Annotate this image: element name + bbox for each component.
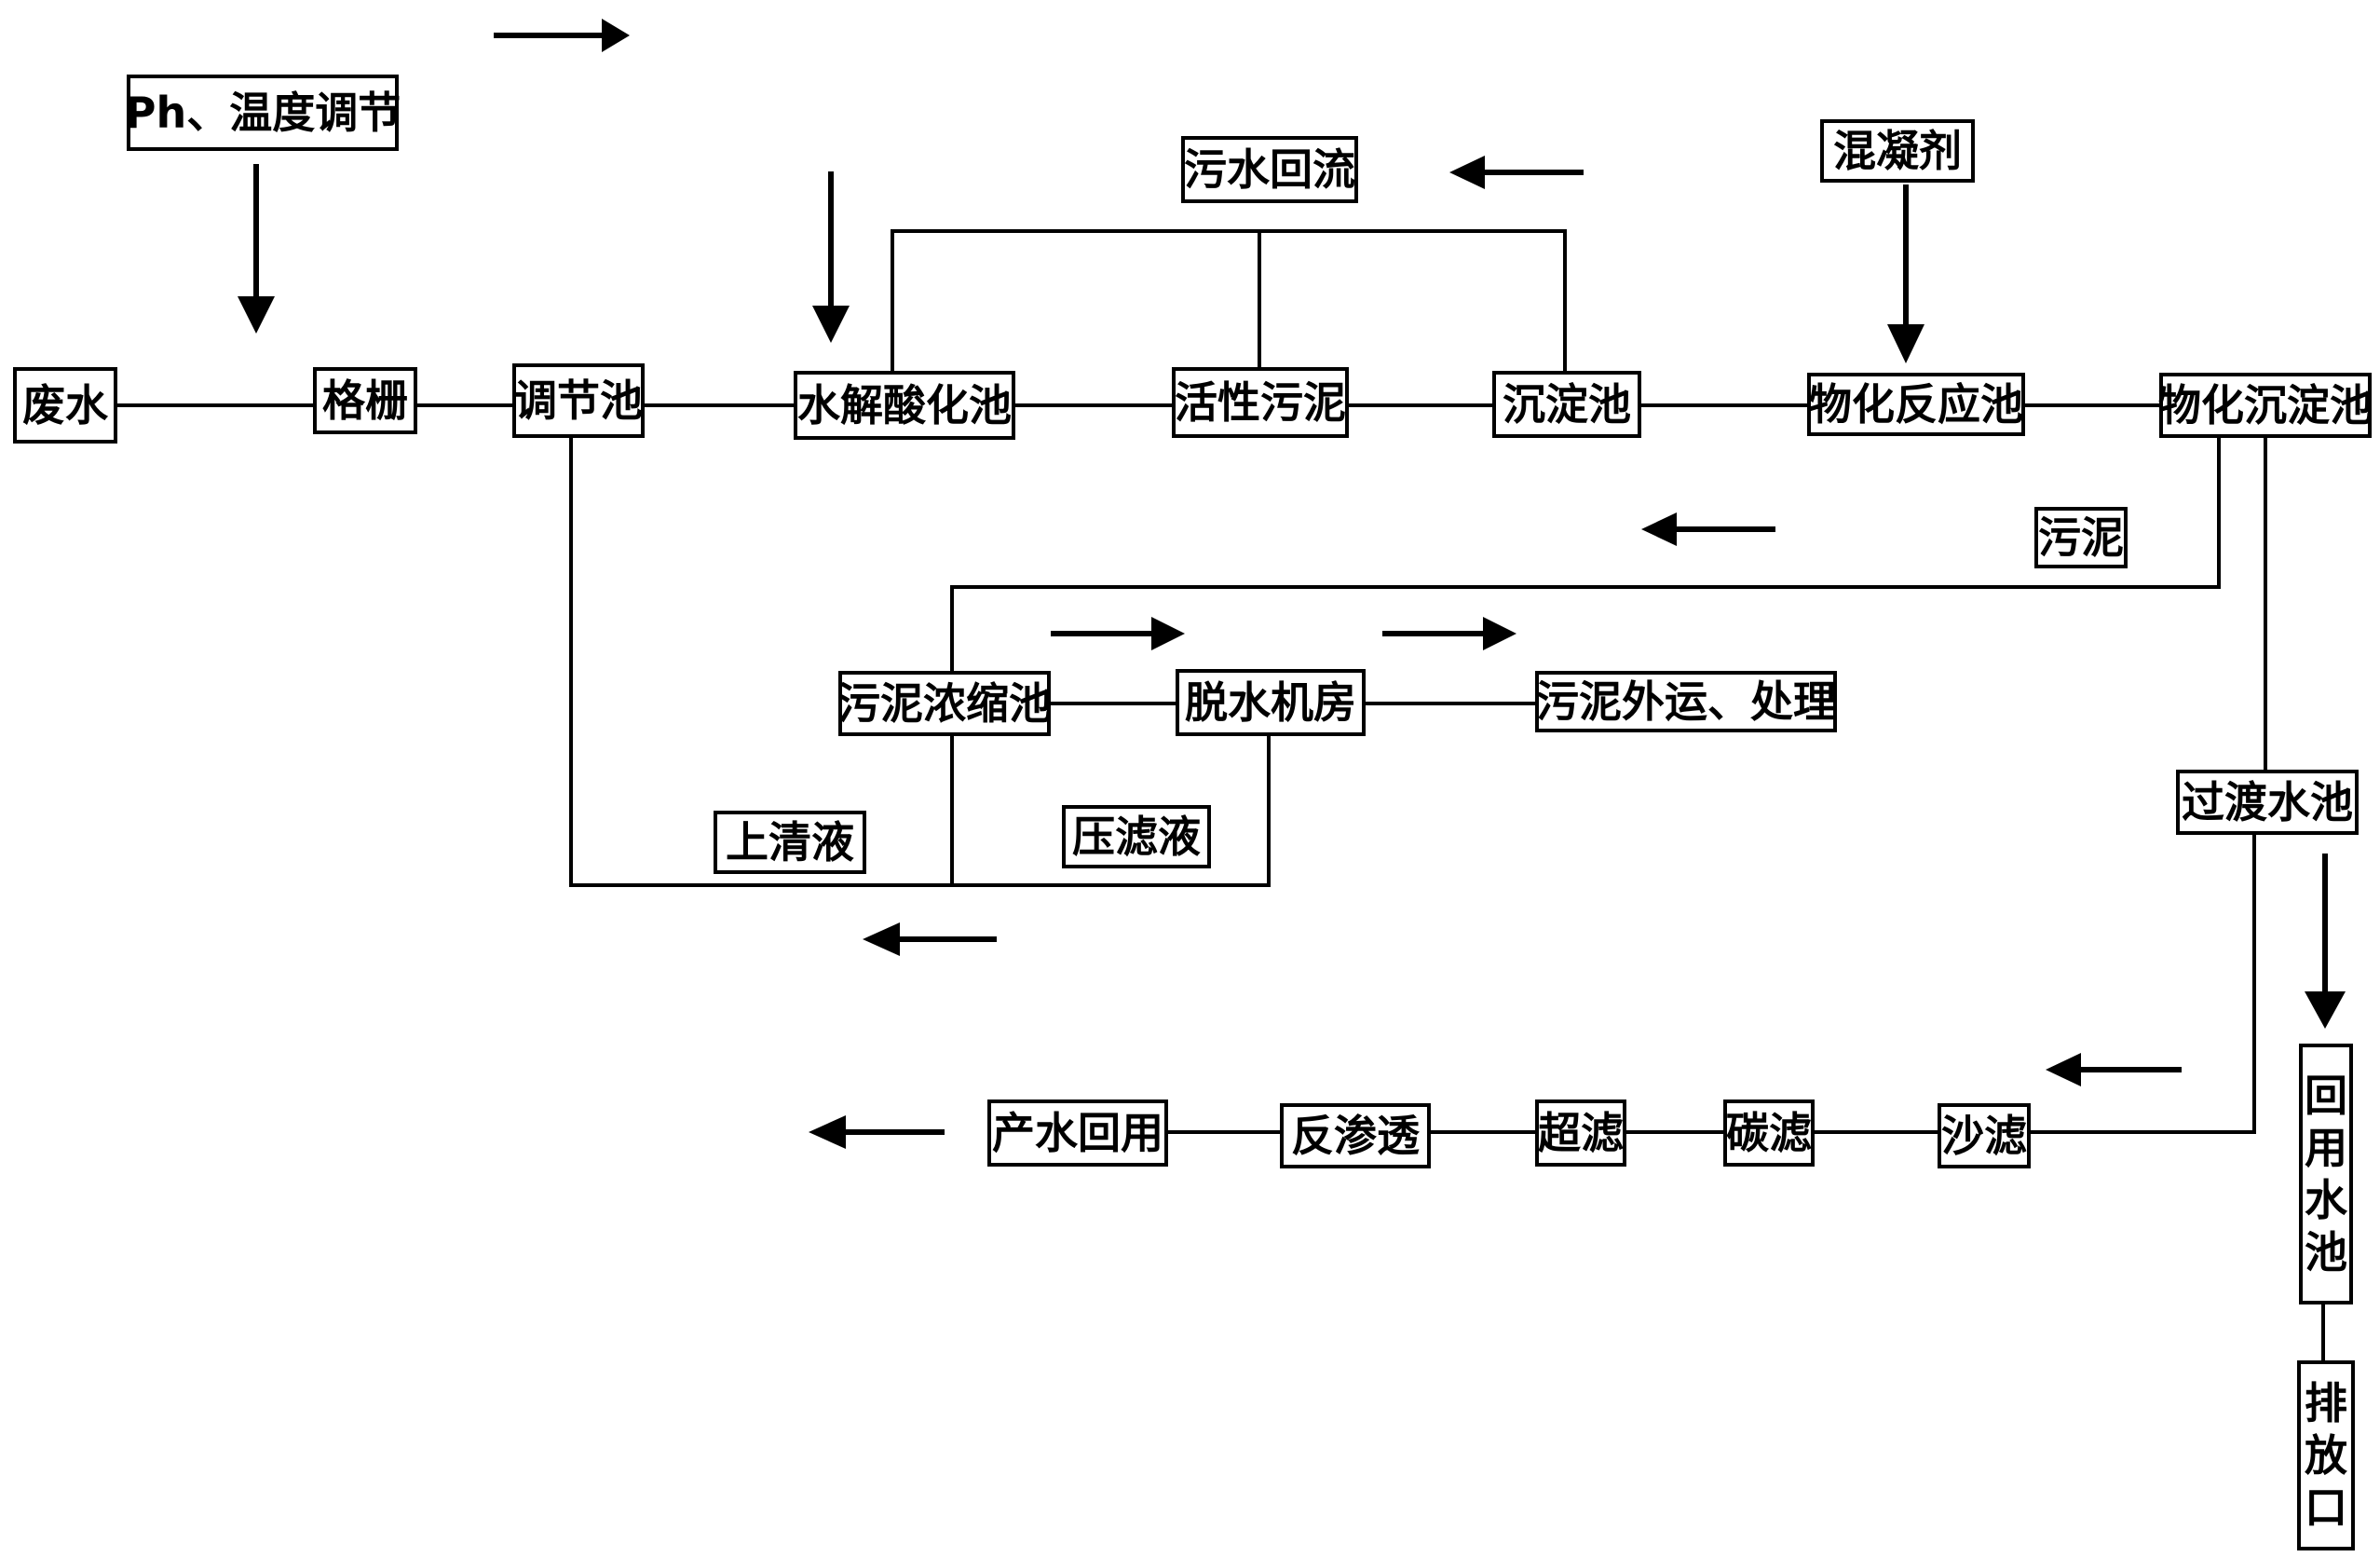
arrowhead-right-dewatering	[1483, 617, 1516, 650]
line-supernatant-return	[569, 438, 1271, 887]
arrowhead-down-hydrolysis	[812, 306, 850, 343]
vertical-char: 排	[2305, 1377, 2347, 1428]
vertical-char: 池	[2305, 1227, 2347, 1278]
vertical-char: 水	[2305, 1175, 2347, 1225]
node-water-reuse: 产水回用	[987, 1099, 1168, 1167]
node-transition-tank: 过渡水池	[2176, 770, 2359, 835]
line-sewage-reflux-loop	[891, 229, 1567, 373]
node-dewatering-room: 脱水机房	[1176, 669, 1366, 736]
node-filtrate: 压滤液	[1062, 805, 1211, 868]
node-supernatant: 上清液	[714, 811, 866, 874]
node-screen: 格栅	[313, 367, 417, 434]
arrowhead-down-coagulant	[1887, 324, 1924, 363]
arrowhead-left-sand	[2046, 1053, 2081, 1086]
node-ultrafiltration: 超滤	[1535, 1099, 1626, 1167]
node-wastewater: 废水	[13, 367, 117, 444]
node-coagulant: 混凝剂	[1820, 119, 1975, 183]
arrowhead-left-return	[863, 922, 900, 956]
node-sewage-reflux: 污水回流	[1181, 136, 1358, 203]
node-carbon-filter: 碳滤	[1723, 1099, 1815, 1167]
vertical-char: 用	[2305, 1122, 2347, 1173]
line-transition-sandfilter	[2031, 835, 2256, 1134]
node-reuse-tank-label: 回用水池	[2305, 1070, 2347, 1278]
node-physchem-settling-tank: 物化沉淀池	[2158, 373, 2373, 438]
node-sludge-disposal: 污泥外运、处理	[1535, 671, 1837, 732]
node-settling-tank: 沉淀池	[1492, 371, 1641, 438]
node-sand-filter: 沙滤	[1938, 1103, 2031, 1168]
node-physchem-reaction-tank: 物化反应池	[1807, 373, 2025, 436]
node-reuse-tank: 回用水池	[2299, 1044, 2353, 1304]
direction-arrows	[238, 19, 2346, 1149]
node-ph-temp-adjust: Ph、温度调节	[125, 75, 401, 151]
line-sludge-return	[950, 438, 2221, 690]
node-reverse-osmosis: 反渗透	[1280, 1103, 1431, 1168]
arrowhead-left-final	[809, 1115, 846, 1149]
arrowhead-down-reuse	[2305, 991, 2346, 1029]
vertical-char: 回	[2305, 1070, 2347, 1121]
node-hydrolysis-acidification-tank: 水解酸化池	[794, 371, 1015, 440]
connector-lines	[116, 229, 2325, 1360]
arrowhead-right-thickening	[1151, 617, 1185, 650]
node-sludge: 污泥	[2034, 507, 2128, 568]
vertical-char: 放	[2305, 1429, 2347, 1481]
node-sludge-thickening-tank: 污泥浓缩池	[837, 671, 1052, 736]
arrowhead-left-sludge	[1641, 512, 1677, 546]
node-activated-sludge: 活性污泥	[1172, 367, 1349, 438]
vertical-char: 口	[2305, 1482, 2347, 1534]
node-equalization-tank: 调节池	[512, 363, 645, 438]
arrowhead-down-ph	[238, 296, 275, 334]
arrowhead-top-right	[602, 19, 630, 52]
arrowhead-left-reflux	[1449, 156, 1485, 189]
node-outfall: 排放口	[2297, 1360, 2355, 1550]
node-outfall-label: 排放口	[2305, 1377, 2347, 1534]
